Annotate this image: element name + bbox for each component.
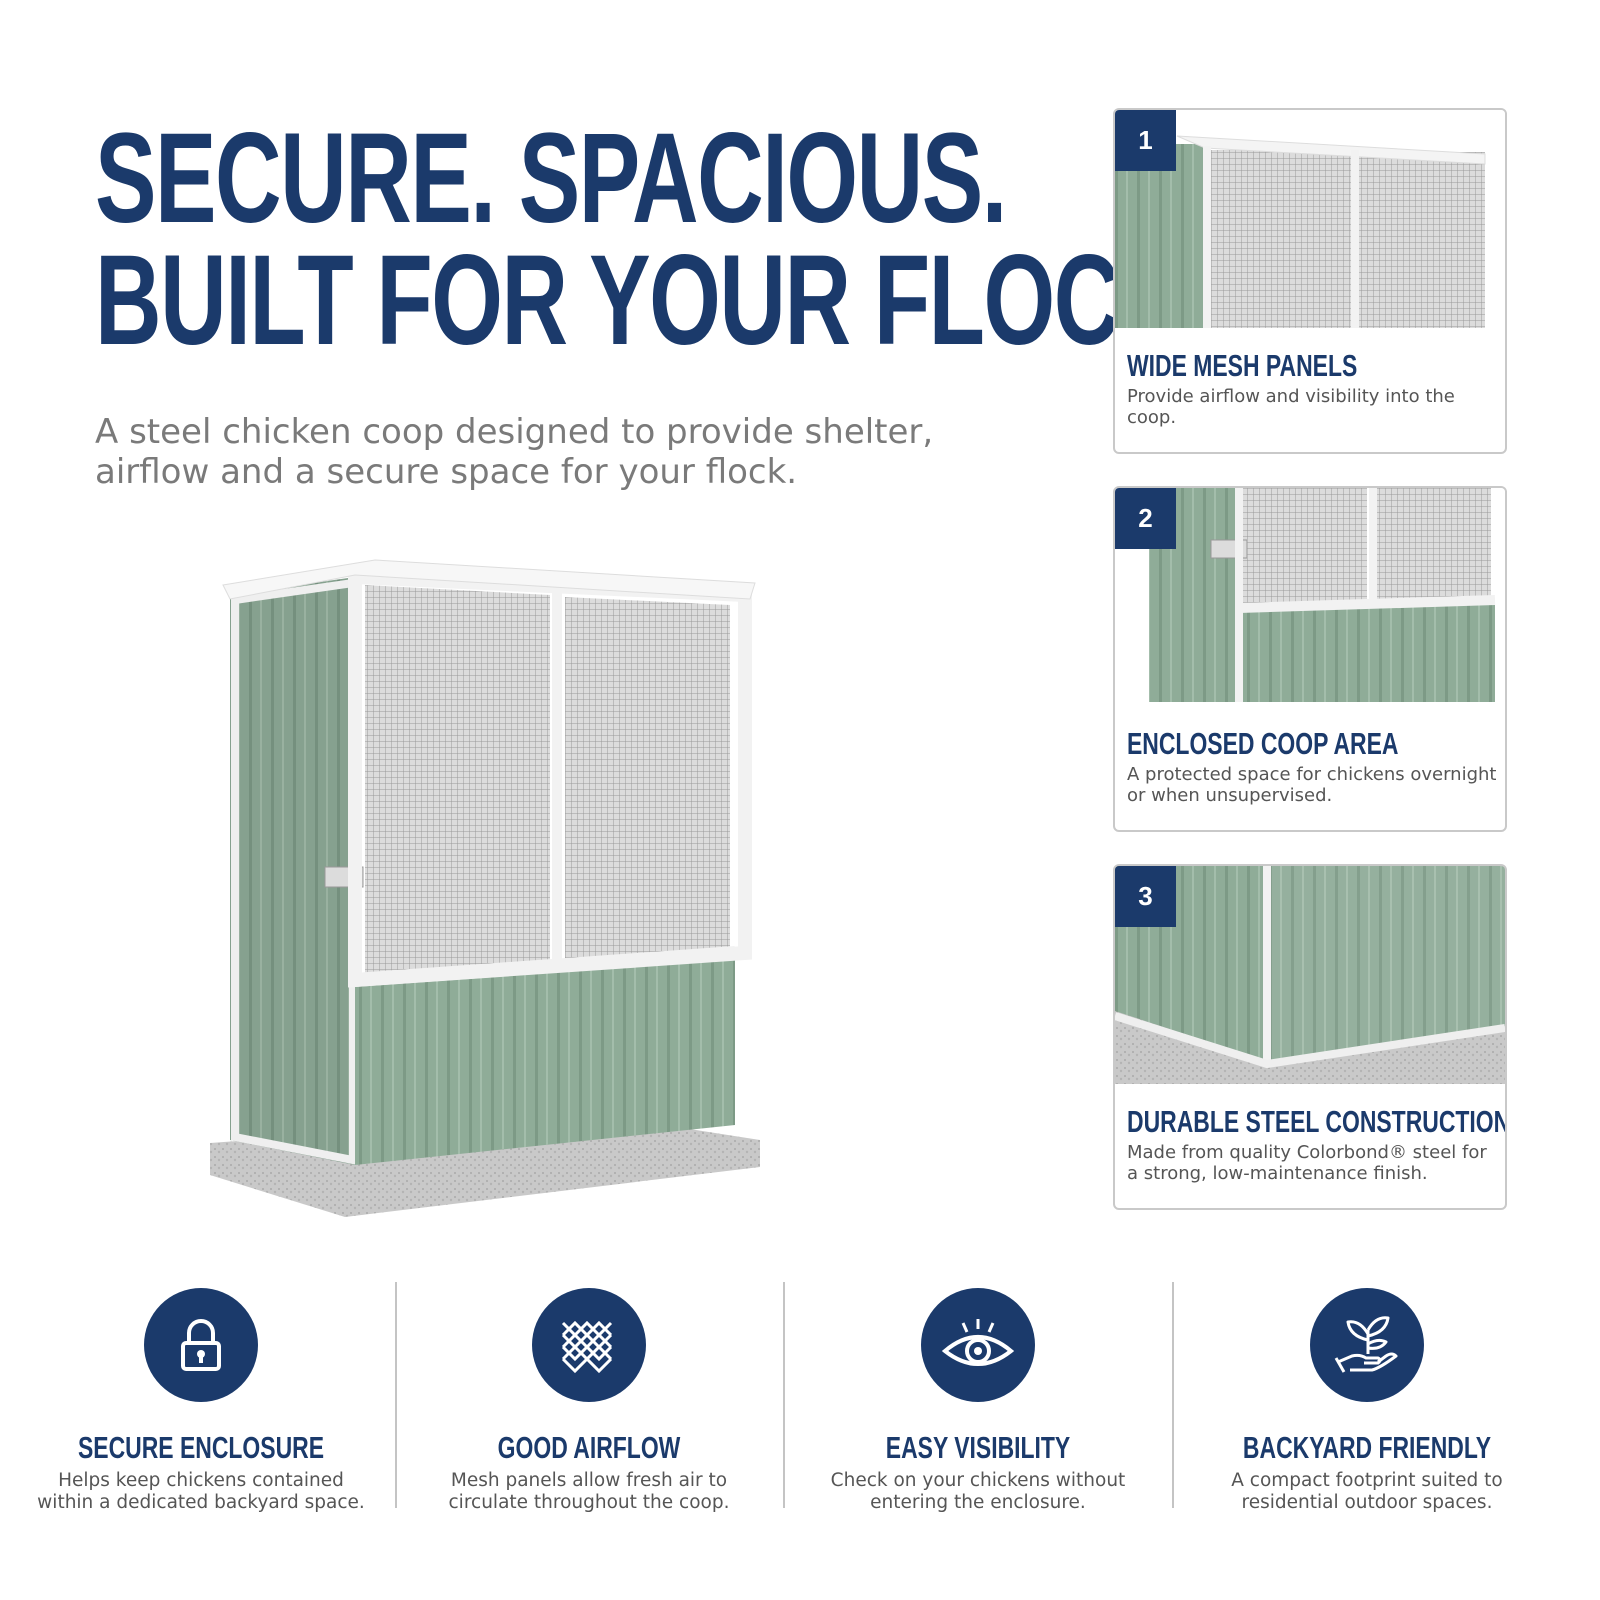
feature-card-durable-steel: 3 DURABLE STEEL CONSTRUCTION Made from q… [1113, 864, 1507, 1210]
benefit-title: EASY VISIBILITY [885, 1430, 1071, 1465]
benefit-secure-enclosure: SECURE ENCLOSURE Helps keep chickens con… [21, 1288, 381, 1513]
feature-title: WIDE MESH PANELS [1127, 348, 1358, 383]
feature-title: DURABLE STEEL CONSTRUCTION [1127, 1104, 1507, 1139]
mesh-icon [532, 1288, 646, 1402]
headline: SECURE. SPACIOUS. BUILT FOR YOUR FLOCK. [95, 107, 1210, 372]
benefit-description: Mesh panels allow fresh air to circulate… [448, 1470, 730, 1513]
feature-description: Provide airflow and visibility into the … [1127, 386, 1455, 428]
hand-plant-icon [1310, 1288, 1424, 1402]
benefit-description: A compact footprint suited to residentia… [1231, 1470, 1503, 1513]
headline-line-2: BUILT FOR YOUR FLOCK. [95, 229, 1210, 372]
benefit-title: SECURE ENCLOSURE [77, 1430, 325, 1465]
benefit-backyard-friendly: BACKYARD FRIENDLY A compact footprint su… [1187, 1288, 1547, 1513]
feature-number-badge: 2 [1115, 488, 1176, 549]
feature-description: A protected space for chickens overnight… [1127, 764, 1497, 806]
feature-number-badge: 1 [1115, 110, 1176, 171]
benefit-good-airflow: GOOD AIRFLOW Mesh panels allow fresh air… [409, 1288, 769, 1513]
feature-title: ENCLOSED COOP AREA [1127, 726, 1399, 761]
headline-line-1: SECURE. SPACIOUS. [95, 107, 1007, 250]
feature-card-enclosed-coop: 2 ENCLOSED COOP AREA A protected space f… [1113, 486, 1507, 832]
mesh-panels-photo [1115, 110, 1505, 328]
subtitle: A steel chicken coop designed to provide… [95, 412, 934, 492]
benefit-title: GOOD AIRFLOW [497, 1430, 681, 1465]
benefit-divider [783, 1282, 785, 1508]
eye-icon [921, 1288, 1035, 1402]
benefit-description: Helps keep chickens contained within a d… [37, 1470, 365, 1513]
benefit-divider [1172, 1282, 1174, 1508]
benefit-divider [395, 1282, 397, 1508]
feature-number-badge: 3 [1115, 866, 1176, 927]
coop-hero-image [210, 559, 760, 1217]
enclosed-coop-photo [1115, 488, 1505, 706]
benefit-easy-visibility: EASY VISIBILITY Check on your chickens w… [798, 1288, 1158, 1513]
benefit-title: BACKYARD FRIENDLY [1242, 1430, 1492, 1465]
feature-description: Made from quality Colorbond® steel for a… [1127, 1142, 1487, 1184]
feature-card-wide-mesh: 1 WIDE MESH PANELS Provide airflow and v… [1113, 108, 1507, 454]
padlock-icon [144, 1288, 258, 1402]
steel-construction-photo [1115, 866, 1505, 1084]
benefit-description: Check on your chickens without entering … [830, 1470, 1126, 1513]
